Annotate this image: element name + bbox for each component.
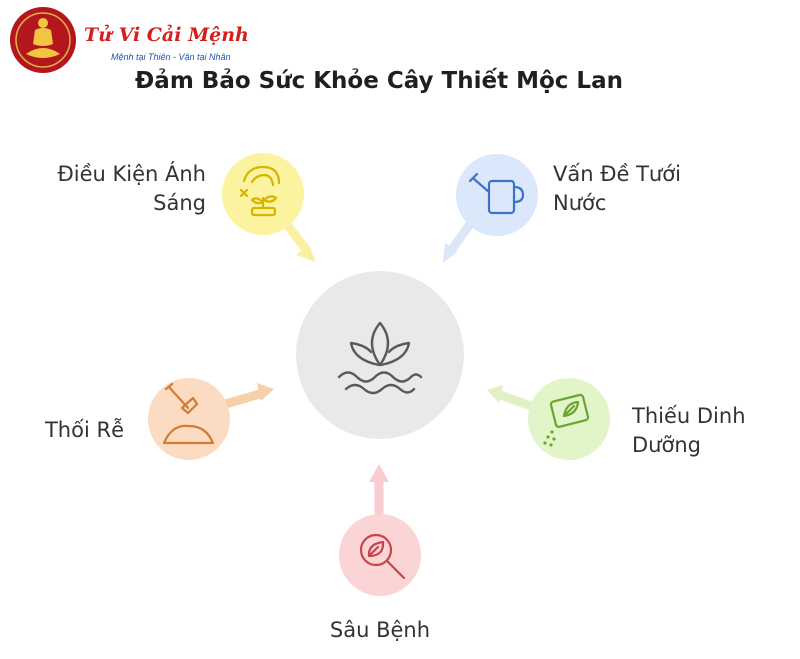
watering-can-icon bbox=[468, 172, 525, 215]
seeds-icon bbox=[543, 430, 556, 447]
label-pests-diseases: Sâu Bệnh bbox=[330, 618, 430, 642]
magnifier-leaf-icon bbox=[359, 533, 406, 580]
plant-sun-icon bbox=[239, 165, 281, 217]
node-pests-diseases: Sâu Bệnh bbox=[330, 514, 430, 642]
label-watering-issues-line1: Vấn Đề Tưới bbox=[553, 162, 681, 186]
label-root-rot: Thối Rễ bbox=[44, 417, 124, 442]
connectors bbox=[220, 218, 539, 520]
logo-tagline: Mệnh tại Thiên - Vận tại Nhân bbox=[111, 52, 231, 62]
label-light-conditions-line2: Sáng bbox=[153, 191, 206, 215]
arrow-root bbox=[220, 383, 274, 410]
buddha-icon bbox=[26, 18, 60, 58]
label-nutrient-deficiency-line1: Thiếu Dinh bbox=[631, 404, 746, 428]
shovel-soil-icon bbox=[162, 382, 215, 445]
arrow-nutrition bbox=[487, 385, 539, 413]
node-root-rot: Thối Rễ bbox=[44, 378, 230, 460]
node-light-conditions: Điều Kiện Ánh Sáng bbox=[57, 153, 304, 235]
logo: Tử Vi Cải Mệnh Mệnh tại Thiên - Vận tại … bbox=[10, 7, 249, 73]
node-watering-issues: Vấn Đề Tưới Nước bbox=[456, 154, 681, 236]
label-light-conditions-line1: Điều Kiện Ánh bbox=[57, 161, 206, 186]
center-node bbox=[296, 271, 464, 439]
label-watering-issues-line2: Nước bbox=[553, 191, 606, 215]
fertilizer-bag-icon bbox=[549, 393, 590, 428]
arrow-water bbox=[443, 221, 474, 263]
arrow-light bbox=[280, 218, 316, 262]
lotus-icon bbox=[337, 321, 423, 395]
logo-name: Tử Vi Cải Mệnh bbox=[84, 24, 249, 46]
label-nutrient-deficiency-line2: Dưỡng bbox=[632, 433, 701, 457]
node-nutrient-deficiency: Thiếu Dinh Dưỡng bbox=[528, 378, 746, 460]
diagram-title: Đảm Bảo Sức Khỏe Cây Thiết Mộc Lan bbox=[135, 67, 623, 94]
arrow-pest bbox=[369, 464, 389, 520]
